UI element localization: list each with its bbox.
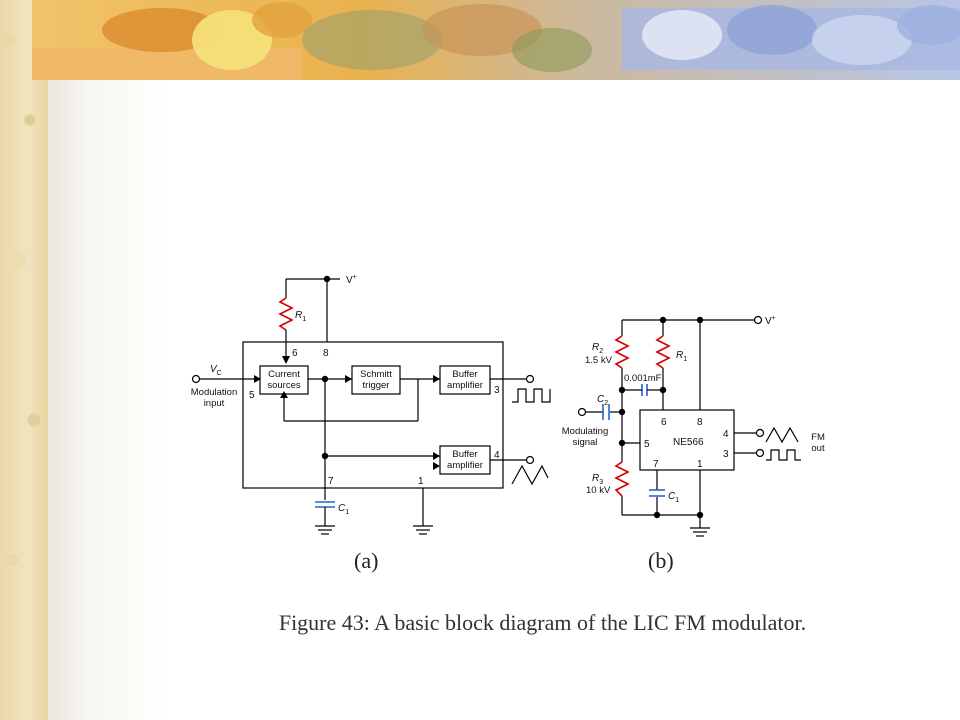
slide-content-area <box>48 80 960 720</box>
resistor-r3 <box>614 461 630 497</box>
buffer-amplifier-block-1 <box>439 365 491 395</box>
vplus-label-b: V+ <box>765 315 776 327</box>
r3-label: R3 <box>592 473 603 486</box>
c1-label-b: C1 <box>668 491 679 504</box>
pin-7-a: 7 <box>328 476 334 487</box>
pin-5-b: 5 <box>644 439 650 450</box>
triangle-wave-b <box>765 426 799 444</box>
square-wave-b <box>766 449 801 461</box>
subfigure-b-label: (b) <box>648 548 674 573</box>
c1-label-a: C1 <box>338 503 349 516</box>
cap-value-label: 0.001mF <box>624 373 662 384</box>
resistor-r2 <box>614 335 630 369</box>
pin-1-a: 1 <box>418 476 424 487</box>
textured-left-border <box>0 0 48 720</box>
pin-7-b: 7 <box>653 459 659 470</box>
pin-6-b: 6 <box>661 417 667 428</box>
triangle-wave-a <box>511 464 549 486</box>
pin-4-b: 4 <box>723 429 729 440</box>
r1-label: R1 <box>295 310 306 323</box>
r2-label: R2 <box>592 342 603 355</box>
ic-name-label: NE566 <box>673 437 704 448</box>
chip-outline-a <box>242 341 504 489</box>
pin-8-b: 8 <box>697 417 703 428</box>
pin-5-a: 5 <box>249 390 255 401</box>
floral-banner <box>32 0 960 80</box>
schmitt-trigger-block <box>351 365 401 395</box>
pin-4-a: 4 <box>494 450 500 461</box>
subfigure-a-label: (a) <box>354 548 379 573</box>
c2-label: C2 <box>597 394 608 407</box>
vplus-label-a: V+ <box>346 274 357 286</box>
ne566-chip <box>639 409 735 471</box>
pin-6-a: 6 <box>292 348 298 359</box>
r2-value: 1.5 kV <box>585 355 613 366</box>
vc-label: VC <box>210 364 222 377</box>
r1-label-b: R1 <box>676 350 687 363</box>
figure-caption: Figure 43: A basic block diagram of the … <box>278 610 807 635</box>
pin-8-a: 8 <box>323 348 329 359</box>
resistor-r1 <box>278 297 294 331</box>
square-wave-a <box>512 388 551 403</box>
pin-1-b: 1 <box>697 459 703 470</box>
resistor-r1-b <box>655 335 671 369</box>
r3-value: 10 kV <box>586 485 611 496</box>
pin-3-b: 3 <box>723 449 729 460</box>
pin-3-a: 3 <box>494 385 500 396</box>
